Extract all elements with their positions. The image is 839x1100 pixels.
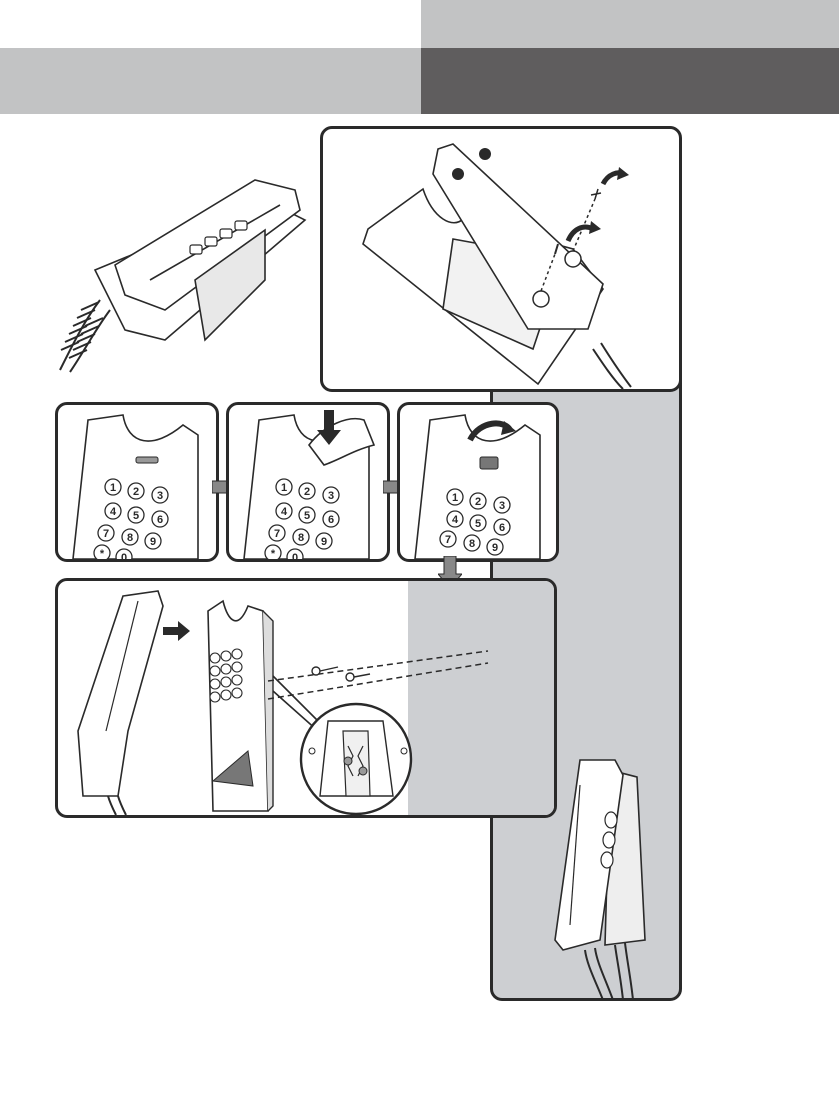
keypad-key-7: 8 [298,532,304,544]
keypad-key-2: 3 [328,490,334,502]
keypad-key-6: 7 [103,528,109,540]
handset-clip-step-1: 1 2 3 4 5 6 7 8 9 * 0 [58,405,216,559]
keypad-key-3: 4 [452,514,459,526]
step-3-panel: 1 2 3 4 5 6 7 8 9 [397,402,559,562]
keypad-key-4: 5 [133,510,139,522]
keypad-key-0: 1 [281,482,287,494]
step-2-panel: 1 2 3 4 5 6 7 8 9 * 0 [226,402,390,562]
keypad-key-5: 6 [157,514,163,526]
keypad-key-1: 2 [133,486,139,498]
handset-clip-step-2: 1 2 3 4 5 6 7 8 9 * 0 [229,405,387,559]
keypad-key-6: 7 [445,534,451,546]
keypad-key-2: 3 [157,490,163,502]
wall-mounted-phone [545,755,655,1000]
keypad-key-1: 2 [475,496,481,508]
keypad-key-9: * [100,548,105,559]
keypad-key-9: * [271,548,276,559]
base-removal-illustration [323,129,679,389]
wall-mount-illustration [58,581,554,815]
keypad-key-3: 4 [110,506,117,518]
base-removal-panel [320,126,682,392]
wall-mount-panel [55,578,557,818]
keypad-key-0: 1 [110,482,116,494]
header-band-light-top [421,0,839,48]
keypad-key-8: 9 [150,536,156,548]
header-band-light-left [0,48,421,114]
keypad-key-8: 9 [321,536,327,548]
handset-clip-step-3: 1 2 3 4 5 6 7 8 9 [400,405,556,559]
keypad-key-8: 9 [492,542,498,554]
keypad-key-0: 1 [452,492,458,504]
step-1-panel: 1 2 3 4 5 6 7 8 9 * 0 [55,402,219,562]
keypad-key-3: 4 [281,506,288,518]
wall-mounted-phone-illustration [545,755,655,1000]
keypad-key-4: 5 [304,510,310,522]
keypad-key-7: 8 [127,532,133,544]
header-band-dark [421,48,839,114]
keypad-key-1: 2 [304,486,310,498]
keypad-key-2: 3 [499,500,505,512]
keypad-key-5: 6 [499,522,505,534]
keypad-key-4: 5 [475,518,481,530]
keypad-key-10: 0 [292,552,298,559]
keypad-key-5: 6 [328,514,334,526]
keypad-key-7: 8 [469,538,475,550]
keypad-key-6: 7 [274,528,280,540]
keypad-key-10: 0 [121,552,127,559]
desk-phone-illustration [55,160,315,380]
